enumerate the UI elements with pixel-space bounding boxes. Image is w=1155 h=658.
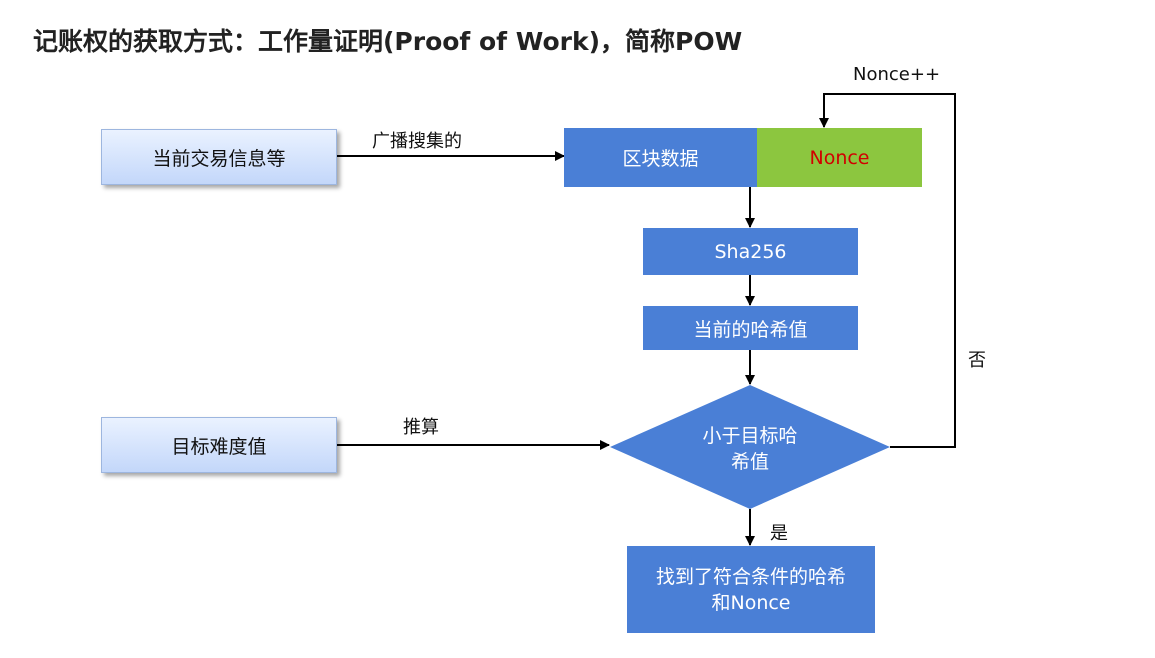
decision-diamond	[610, 385, 890, 509]
node-current-hash: 当前的哈希值	[643, 306, 858, 350]
node-sha256-label: Sha256	[714, 240, 787, 263]
node-block-data: 区块数据	[564, 128, 757, 187]
page-title: 记账权的获取方式：工作量证明(Proof of Work)，简称POW	[33, 27, 743, 56]
node-result-line2: 和Nonce	[711, 591, 791, 614]
label-derive: 推算	[403, 417, 439, 438]
node-block-data-label: 区块数据	[622, 148, 699, 170]
node-compare-line1: 小于目标哈	[702, 425, 798, 447]
node-sha256: Sha256	[643, 228, 858, 275]
node-nonce-label: Nonce	[809, 146, 870, 169]
label-broadcast: 广播搜集的	[372, 131, 462, 152]
node-result: 找到了符合条件的哈希 和Nonce	[627, 546, 875, 633]
node-compare-line2: 希值	[730, 451, 769, 473]
node-current-hash-label: 当前的哈希值	[693, 318, 808, 341]
node-transaction-info-label: 当前交易信息等	[152, 147, 286, 170]
label-nonce-increment: Nonce++	[853, 64, 941, 85]
node-transaction-info: 当前交易信息等	[101, 129, 337, 185]
arrow-loop-nonce-increment	[819, 93, 956, 448]
node-target-difficulty-label: 目标难度值	[171, 435, 267, 458]
node-result-line1: 找到了符合条件的哈希	[655, 565, 846, 588]
node-target-difficulty: 目标难度值	[101, 417, 337, 473]
node-nonce: Nonce	[757, 128, 922, 187]
label-no: 否	[968, 350, 986, 371]
node-compare-target: 小于目标哈 希值	[650, 423, 850, 475]
label-yes: 是	[770, 523, 788, 544]
